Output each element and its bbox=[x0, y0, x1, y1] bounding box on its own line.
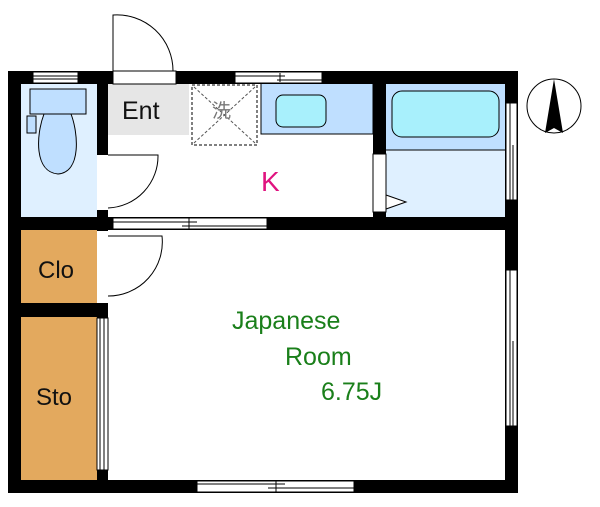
windows bbox=[32, 70, 518, 493]
room-size-japanese: 6.75J bbox=[321, 378, 383, 406]
room-label-washer: 洗 bbox=[212, 100, 232, 122]
room-label-kitchen: K bbox=[261, 166, 280, 197]
room-label-japanese-line2: Room bbox=[285, 343, 352, 371]
room-label-closet: Clo bbox=[38, 257, 75, 284]
room-label-storage: Sto bbox=[36, 384, 73, 411]
door-swings bbox=[107, 14, 174, 297]
closet-door bbox=[107, 235, 163, 297]
washroom-area bbox=[386, 150, 505, 217]
step-arrow-icon bbox=[385, 194, 408, 210]
room-label-entrance: Ent bbox=[122, 97, 160, 125]
toilet-icon bbox=[26, 88, 87, 175]
toilet-door bbox=[107, 154, 159, 209]
closet-floor bbox=[21, 230, 97, 304]
entrance-door bbox=[112, 14, 174, 72]
room-label-japanese-line1: Japanese bbox=[232, 307, 341, 335]
sink-icon bbox=[275, 94, 327, 128]
storage-floor bbox=[21, 317, 97, 480]
entrance-floor bbox=[108, 83, 189, 135]
washer-space bbox=[191, 84, 258, 146]
north-arrow-icon bbox=[526, 78, 582, 134]
bathtub-icon bbox=[391, 90, 500, 138]
